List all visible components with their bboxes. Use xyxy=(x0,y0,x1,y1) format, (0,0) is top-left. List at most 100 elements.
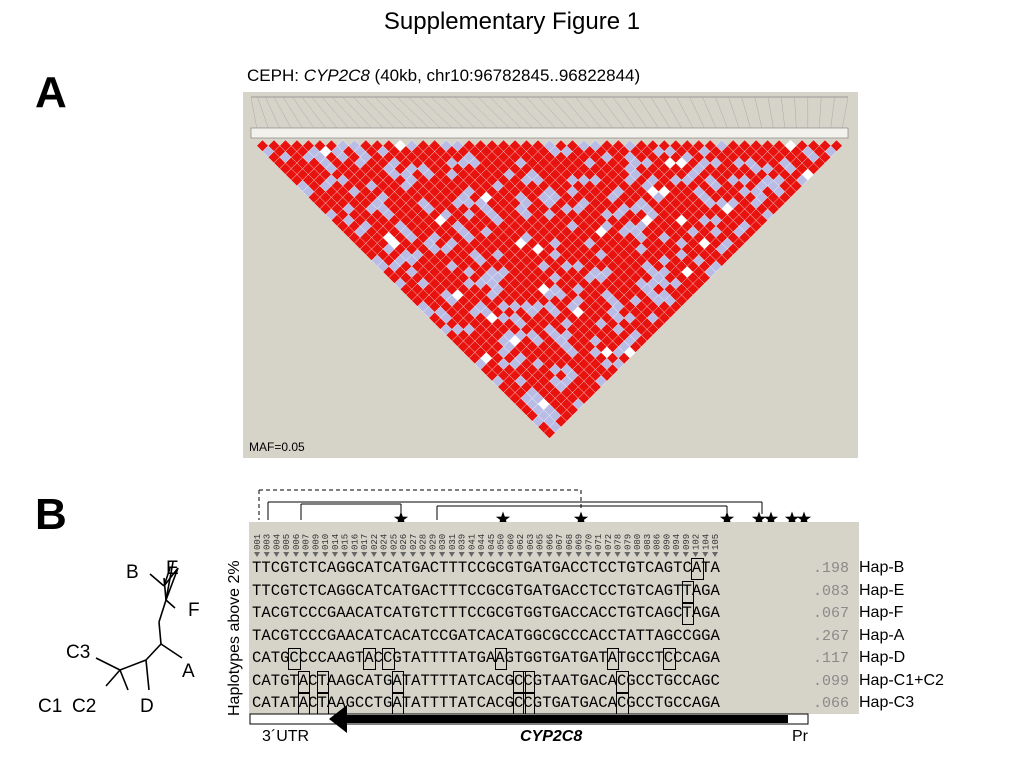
snp-marker xyxy=(283,552,290,557)
ld-snp-guide xyxy=(715,96,728,129)
snp-marker xyxy=(517,552,524,557)
haplotype-frequency: .083 xyxy=(813,582,850,600)
ld-snp-guide xyxy=(525,96,556,129)
snp-id-label: 083 xyxy=(643,534,653,550)
figure-title: Supplementary Figure 1 xyxy=(383,8,641,35)
snp-id-label: 039 xyxy=(458,534,468,550)
haplotype-sequence: CATATACTAAGCCTGATATTTTATCACGCCGTGATGACAC… xyxy=(252,694,720,712)
tree-label-f: F xyxy=(188,600,200,621)
snp-id-label: 099 xyxy=(682,534,692,550)
ld-snp-guide xyxy=(575,96,602,129)
snp-id-label: 015 xyxy=(341,534,351,550)
variant-highlight-box xyxy=(522,670,536,693)
snp-marker xyxy=(634,552,641,557)
snp-id-label: 041 xyxy=(467,534,477,550)
haplotype-frequency: .066 xyxy=(813,695,850,712)
tag-snp-star xyxy=(751,511,767,524)
snp-id-label: 066 xyxy=(545,534,555,550)
variant-highlight-box xyxy=(391,670,404,693)
snp-id-label: 028 xyxy=(419,534,429,550)
ld-snp-guide xyxy=(273,96,292,129)
ld-snp-guide xyxy=(292,96,315,129)
haplotypes-axis-label: Haplotypes above 2% xyxy=(226,560,243,716)
snp-marker xyxy=(487,552,494,557)
tree-label-d: D xyxy=(140,696,154,717)
snp-marker xyxy=(458,552,465,557)
ld-header-strip xyxy=(250,127,849,139)
ld-snp-guide xyxy=(780,96,786,129)
snp-marker xyxy=(712,552,719,557)
snp-id-label: 068 xyxy=(565,534,575,550)
ld-snp-guide xyxy=(612,96,636,129)
variant-highlight-box xyxy=(616,670,629,693)
ld-snp-guide xyxy=(501,96,533,129)
tree-label-a: A xyxy=(182,661,195,682)
tag-snp-star xyxy=(763,511,779,524)
snp-id-label: 050 xyxy=(497,534,507,550)
snp-id-label: 024 xyxy=(380,534,390,550)
snp-id-label: 007 xyxy=(302,534,312,550)
tag-snp-connectors xyxy=(258,489,812,524)
ld-snp-guide xyxy=(513,96,544,129)
snp-marker xyxy=(439,552,446,557)
ld-snp-guide xyxy=(301,96,326,129)
gene-direction-arrow xyxy=(329,705,347,733)
ld-plot: MAF=0.05 xyxy=(243,92,858,458)
maf-label: MAF=0.05 xyxy=(249,440,305,454)
snp-id-label: 079 xyxy=(623,534,633,550)
ld-snp-guide xyxy=(638,96,659,129)
snp-marker xyxy=(585,552,592,557)
ld-snp-guide xyxy=(431,96,464,129)
snp-id-label: 001 xyxy=(253,534,263,550)
snp-marker xyxy=(478,552,485,557)
tag-snp-star xyxy=(393,511,409,524)
snp-id-label: 062 xyxy=(516,534,526,550)
ld-snp-guide xyxy=(663,96,682,129)
snp-marker xyxy=(419,552,426,557)
snp-id-label: 078 xyxy=(614,534,624,550)
ld-snp-guide xyxy=(250,96,257,129)
snp-id-label: 065 xyxy=(536,534,546,550)
tag-snp-star xyxy=(495,511,511,524)
haplotype-name: Hap-B xyxy=(859,559,905,576)
haplotype-sequence: CATGCCCCAAGTACCGTATTTTATGAAGTGGTGATGATAT… xyxy=(252,649,720,667)
snp-marker xyxy=(536,552,543,557)
ld-snp-guide xyxy=(454,96,487,129)
ld-snp-guide xyxy=(538,96,567,129)
ld-snp-guide xyxy=(702,96,717,129)
snp-marker xyxy=(624,552,631,557)
snp-id-label: 010 xyxy=(321,534,331,550)
ld-snp-guide xyxy=(794,96,797,129)
ld-snp-guide xyxy=(408,96,441,129)
snp-id-label: 044 xyxy=(477,534,487,550)
snp-id-label: 102 xyxy=(692,534,702,550)
snp-id-label: 003 xyxy=(263,534,273,550)
tag-snp-star xyxy=(719,511,735,524)
haplotype-sequence: CATGTACTAAGCATGATATTTTATCACGCCGTAATGACAC… xyxy=(252,671,720,690)
tree-label-c1: C1 xyxy=(38,696,62,717)
snp-marker xyxy=(361,552,368,557)
snp-marker xyxy=(380,552,387,557)
snp-id-label: 025 xyxy=(389,534,399,550)
ld-snp-guide xyxy=(385,96,418,129)
variant-highlight-box xyxy=(691,558,704,580)
panel-b-letter: B xyxy=(35,490,67,539)
snp-marker xyxy=(263,552,270,557)
snp-id-label: 026 xyxy=(399,534,409,550)
variant-highlight-box xyxy=(607,648,620,670)
snp-marker xyxy=(322,552,329,557)
snp-id-label: 080 xyxy=(633,534,643,550)
snp-marker xyxy=(673,552,680,557)
snp-marker xyxy=(390,552,397,557)
snp-marker xyxy=(273,552,280,557)
haplotype-frequency: .267 xyxy=(813,627,850,645)
ld-snp-guide xyxy=(419,96,453,129)
snp-id-label: 086 xyxy=(653,534,663,550)
snp-marker xyxy=(614,552,621,557)
haplotype-name: Hap-F xyxy=(859,604,904,621)
snp-id-label: 014 xyxy=(331,534,341,550)
haplotype-frequency: .198 xyxy=(813,560,850,577)
ld-snp-guide xyxy=(600,96,625,129)
snp-marker xyxy=(595,552,602,557)
ld-snp-guide xyxy=(830,96,835,129)
